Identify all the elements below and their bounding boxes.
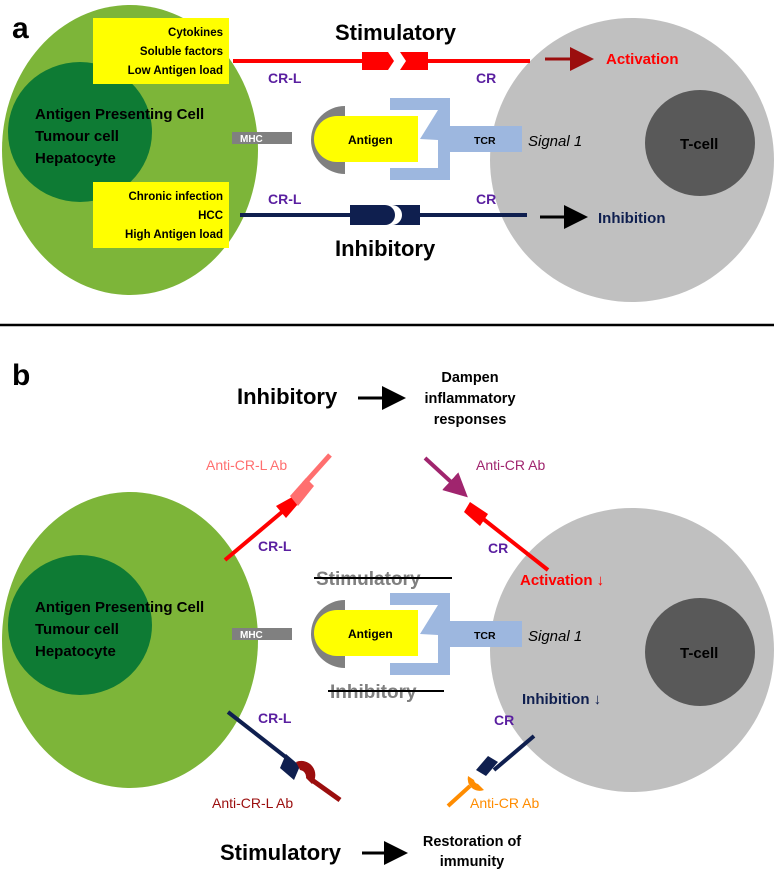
activation-label-b: Activation ↓ (520, 572, 604, 589)
antigen-label-b: Antigen (348, 627, 393, 641)
mhc-cup-b (311, 600, 345, 668)
cr-bottom-head-b (476, 756, 498, 776)
crl-bottom-label-b: CR-L (258, 710, 292, 726)
tcell-a (490, 18, 774, 302)
stimulatory-struck-label: Stimulatory (316, 569, 421, 590)
apc-nucleus-a (8, 62, 152, 202)
crl-top-label-a: CR-L (268, 70, 302, 86)
cr-inhibitory-head (392, 205, 420, 225)
antigen-a (314, 116, 418, 162)
inhibitory-label-a: Inhibitory (335, 236, 436, 261)
anti-cr-bottom-ab-head (467, 776, 484, 791)
tcr-label-a: TCR (474, 135, 496, 147)
panel-b-label: b (12, 359, 30, 392)
box-bottom-line-1: Chronic infection (128, 191, 223, 203)
factors-box-bottom (93, 182, 229, 248)
crl-top-head-b (276, 496, 298, 518)
activation-label-a: Activation (606, 51, 679, 68)
anti-crl-top-ab-head (290, 478, 314, 506)
anti-cr-bottom-label: Anti-CR Ab (470, 795, 539, 811)
cr-top-stalk-b (480, 516, 550, 572)
apc-label-b-3: Hepatocyte (35, 643, 116, 660)
mhc-cup-a (311, 106, 345, 174)
crl-stimulatory-head (362, 52, 394, 70)
tcell-nucleus-b (645, 598, 755, 706)
anti-cr-top-ab-arrow (423, 456, 468, 498)
cr-bottom-stalk-b (492, 734, 536, 772)
apc-label-a-1: Antigen Presenting Cell (35, 106, 204, 123)
tcr-label-b: TCR (474, 630, 496, 642)
crl-bottom-label-a: CR-L (268, 191, 302, 207)
anti-crl-bottom-ab-head (296, 760, 316, 784)
anti-crl-bottom-ab-stalk (310, 777, 342, 803)
inhibition-label-b: Inhibition ↓ (522, 691, 601, 708)
tcr-a (390, 98, 522, 180)
stimulatory-label-a: Stimulatory (335, 20, 457, 45)
apc-label-b-2: Tumour cell (35, 621, 119, 638)
crl-top-label-b: CR-L (258, 538, 292, 554)
cr-top-label-a: CR (476, 70, 496, 86)
dampen-line-1: Dampen (441, 370, 498, 386)
panel-a-label: a (12, 12, 29, 45)
factors-box-top (93, 18, 229, 84)
mhc-label-b: MHC (240, 630, 263, 641)
cr-bottom-label-b: CR (494, 712, 514, 728)
crl-inhibitory-head (350, 205, 395, 225)
signal1-label-a: Signal 1 (528, 133, 582, 150)
antigen-b (314, 610, 418, 656)
mhc-stalk-b (232, 628, 292, 640)
anti-crl-top-ab-stalk (302, 453, 332, 486)
box-bottom-line-2: HCC (198, 210, 223, 222)
cr-bottom-label-a: CR (476, 191, 496, 207)
restoration-line-1: Restoration of (423, 834, 521, 850)
tcell-label-b: T-cell (680, 645, 718, 662)
stimulatory-bottom-label-b: Stimulatory (220, 840, 342, 865)
apc-label-b-1: Antigen Presenting Cell (35, 599, 204, 616)
crl-top-stalk-b (223, 510, 284, 562)
dampen-line-3: responses (434, 412, 507, 428)
inhibitory-struck-label: Inhibitory (330, 682, 417, 703)
antigen-label-a: Antigen (348, 133, 393, 147)
crl-bottom-stalk-b (226, 710, 294, 764)
cr-top-label-b: CR (488, 540, 508, 556)
anti-crl-bottom-label: Anti-CR-L Ab (212, 795, 293, 811)
tcell-label-a: T-cell (680, 136, 718, 153)
inhibition-label-a: Inhibition (598, 210, 665, 227)
cr-stimulatory-head (400, 52, 428, 70)
restoration-line-2: immunity (440, 854, 504, 870)
apc-nucleus-b (8, 555, 152, 695)
inhibitory-top-label-b: Inhibitory (237, 384, 338, 409)
apc-label-a-2: Tumour cell (35, 128, 119, 145)
mhc-label-a: MHC (240, 134, 263, 145)
tcell-b (490, 508, 774, 792)
anti-cr-top-label: Anti-CR Ab (476, 457, 545, 473)
dampen-line-2: inflammatory (424, 391, 515, 407)
tcr-b (390, 593, 522, 675)
box-top-line-2: Soluble factors (140, 46, 223, 58)
box-top-line-1: Cytokines (168, 27, 223, 39)
apc-label-a-3: Hepatocyte (35, 150, 116, 167)
mhc-stalk-a (232, 132, 292, 144)
anti-crl-top-label: Anti-CR-L Ab (206, 457, 287, 473)
anti-cr-bottom-ab-stalk (446, 784, 472, 808)
box-bottom-line-3: High Antigen load (125, 229, 223, 241)
tcell-nucleus-a (645, 90, 755, 196)
signal1-label-b: Signal 1 (528, 628, 582, 645)
crl-bottom-head-b (280, 754, 300, 780)
box-top-line-3: Low Antigen load (128, 65, 223, 77)
